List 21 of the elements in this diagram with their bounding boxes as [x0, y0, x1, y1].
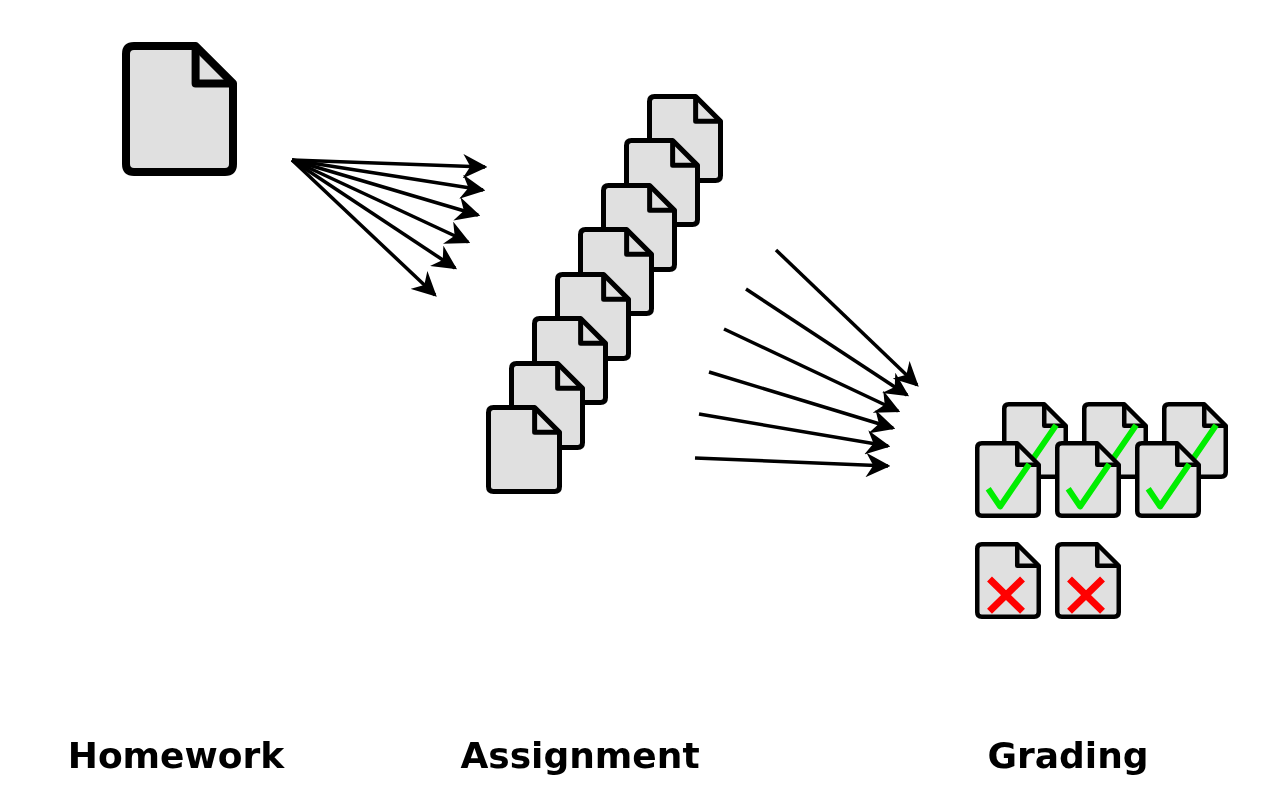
document-icon [486, 405, 562, 494]
arrow [723, 327, 901, 413]
arrow [708, 370, 896, 434]
column-label: Homework [67, 735, 285, 776]
arrow [774, 248, 919, 387]
arrow [291, 158, 481, 221]
arrow [694, 452, 891, 478]
checked-document-icon [1135, 441, 1201, 518]
arrow [290, 158, 437, 297]
arrow [291, 158, 486, 199]
arrow [745, 287, 910, 397]
checked-document-icon [1055, 441, 1121, 518]
rejected-document-icon [975, 542, 1041, 619]
document-icon [122, 42, 237, 176]
rejected-document-icon [1055, 542, 1121, 619]
column-label: Assignment [460, 735, 700, 776]
checked-document-icon [975, 441, 1041, 518]
column-label: Grading [987, 735, 1149, 776]
arrow [291, 158, 471, 244]
arrow [698, 412, 891, 455]
arrow [291, 153, 488, 179]
